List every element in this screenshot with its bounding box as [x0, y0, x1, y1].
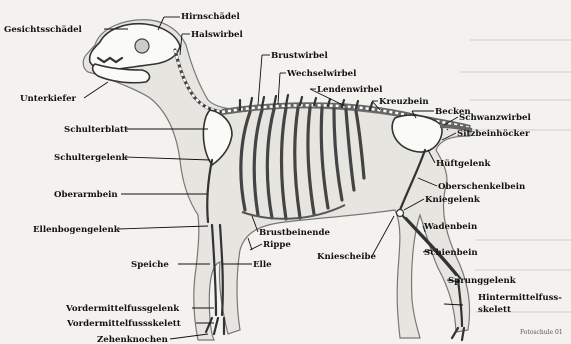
label-speiche: Speiche [131, 260, 169, 270]
label-hintermittelfuss-2: skelett [478, 305, 511, 315]
label-wechselwirbel: Wechselwirbel [286, 69, 357, 79]
label-schulterblatt: Schulterblatt [64, 125, 128, 135]
label-elle: Elle [253, 260, 272, 270]
label-unterkiefer: Unterkiefer [20, 94, 77, 104]
label-oberschenkelbein: Oberschenkelbein [438, 182, 526, 192]
label-schwanzwirbel: Schwanzwirbel [459, 113, 531, 123]
label-schultergelenk: Schultergelenk [54, 153, 129, 163]
label-oberarmbein: Oberarmbein [54, 190, 118, 200]
label-vordermittelfussskelett: Vordermittelfussskelett [66, 319, 181, 329]
label-brustbeinende: Brustbeinende [259, 228, 331, 238]
label-lendenwirbel: Lendenwirbel [317, 85, 383, 95]
label-kniescheibe: Kniescheibe [317, 252, 377, 262]
label-kniegelenk: Kniegelenk [425, 195, 481, 205]
label-kreuzbein: Kreuzbein [379, 97, 429, 107]
label-schienbein: Schienbein [424, 248, 478, 258]
label-hintermittelfuss-1: Hintermittelfuss- [478, 293, 562, 303]
label-zehenknochen: Zehenknochen [97, 335, 169, 344]
label-sitzbeinhoecker: Sitzbeinhöcker [457, 128, 530, 139]
label-wadenbein: Wadenbein [423, 222, 478, 232]
credit-text: Fotoschule 01 [520, 329, 563, 336]
label-hirnschaedel: Hirnschädel [181, 11, 241, 22]
label-halswirbel: Halswirbel [191, 30, 243, 40]
label-brustwirbel: Brustwirbel [271, 51, 329, 61]
label-sprunggelenk: Sprunggelenk [448, 276, 517, 286]
label-gesichtsschaedel: Gesichtsschädel [4, 24, 83, 35]
label-hueftgelenk: Hüftgelenk [436, 158, 491, 169]
label-vordermittelfussgelenk: Vordermittelfussgelenk [65, 304, 180, 314]
label-ellenbogengelenk: Ellenbogengelenk [33, 225, 121, 235]
label-rippe: Rippe [263, 240, 291, 250]
